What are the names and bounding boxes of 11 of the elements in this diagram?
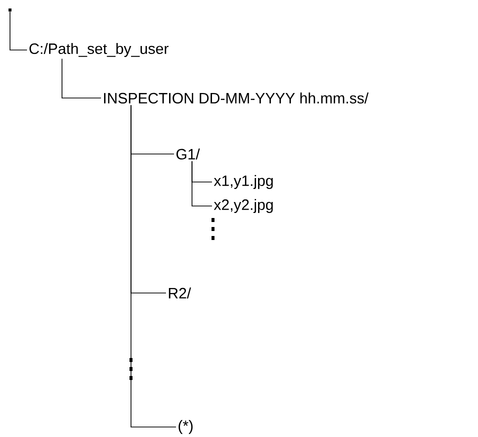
folder-label: x1,y1.jpg [214,175,273,189]
folder-label: (*) [178,420,193,434]
tree-connector [62,58,102,98]
folder-label: G1/ [176,148,200,160]
tree-connector [130,104,176,428]
folder-label: INSPECTION DD-MM-YYYY hh.mm.ss/ [104,92,369,104]
folder-label: x2,y2.jpg [214,199,273,213]
tree-connector [192,160,212,206]
tree-connector [10,11,28,50]
folder-label: C:/Path_set_by_user [29,43,169,57]
folder-label: R2/ [168,288,192,298]
